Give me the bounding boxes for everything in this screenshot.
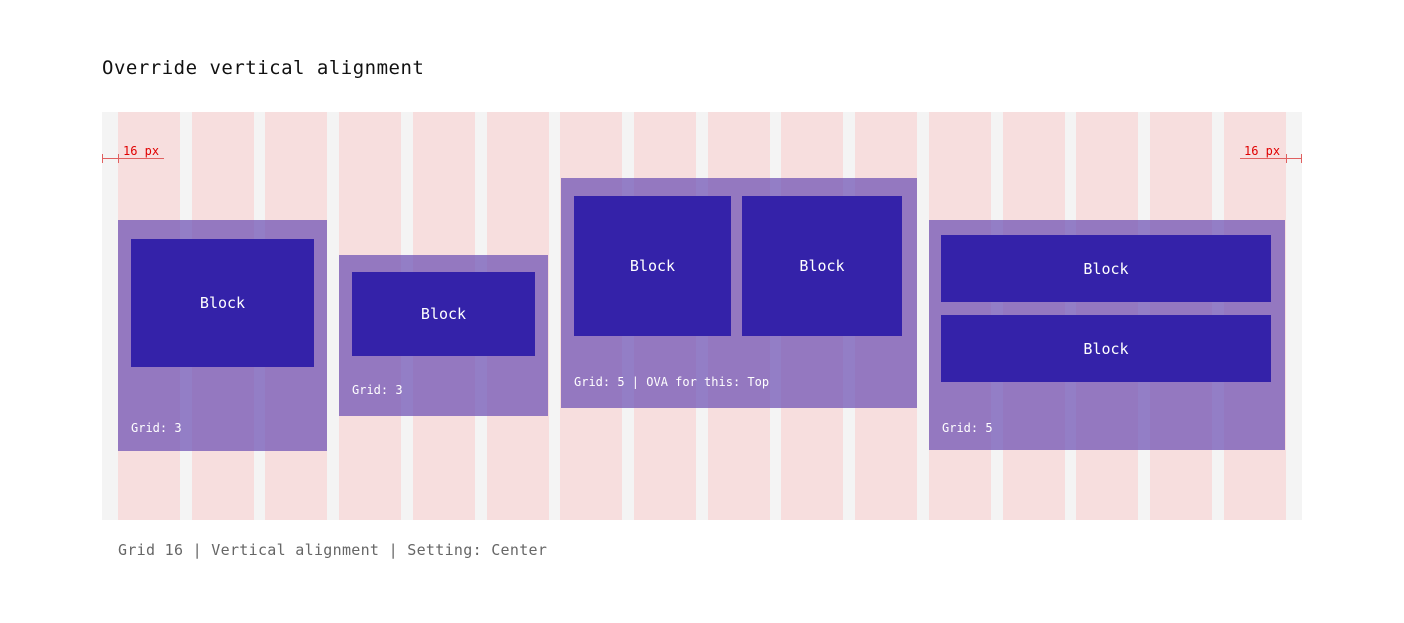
left-margin-label: 16 px [123,144,160,158]
block: Block [742,196,902,336]
container-grid-5-top: Block Block Grid: 5 | OVA for this: Top [561,178,917,408]
container-label: Grid: 3 [131,421,182,435]
page-title: Override vertical alignment [102,57,425,79]
caption: Grid 16 | Vertical alignment | Setting: … [118,541,548,559]
block: Block [574,196,731,336]
container-grid-5: Block Block Grid: 5 [929,220,1285,450]
container-label: Grid: 5 | OVA for this: Top [574,375,770,389]
container-label: Grid: 3 [352,383,403,397]
block: Block [941,235,1271,302]
block: Block [941,315,1271,382]
block: Block [352,272,535,356]
container-grid-3-b: Block Grid: 3 [339,255,548,416]
container-label: Grid: 5 [942,421,993,435]
grid-canvas: 16 px 16 px Block Grid: 3 Block Grid: 3 … [102,112,1302,520]
container-grid-3-a: Block Grid: 3 [118,220,327,451]
left-margin-measure: 16 px [102,144,164,164]
right-margin-measure: 16 px [1240,144,1302,164]
right-margin-label: 16 px [1244,144,1281,158]
block: Block [131,239,314,367]
